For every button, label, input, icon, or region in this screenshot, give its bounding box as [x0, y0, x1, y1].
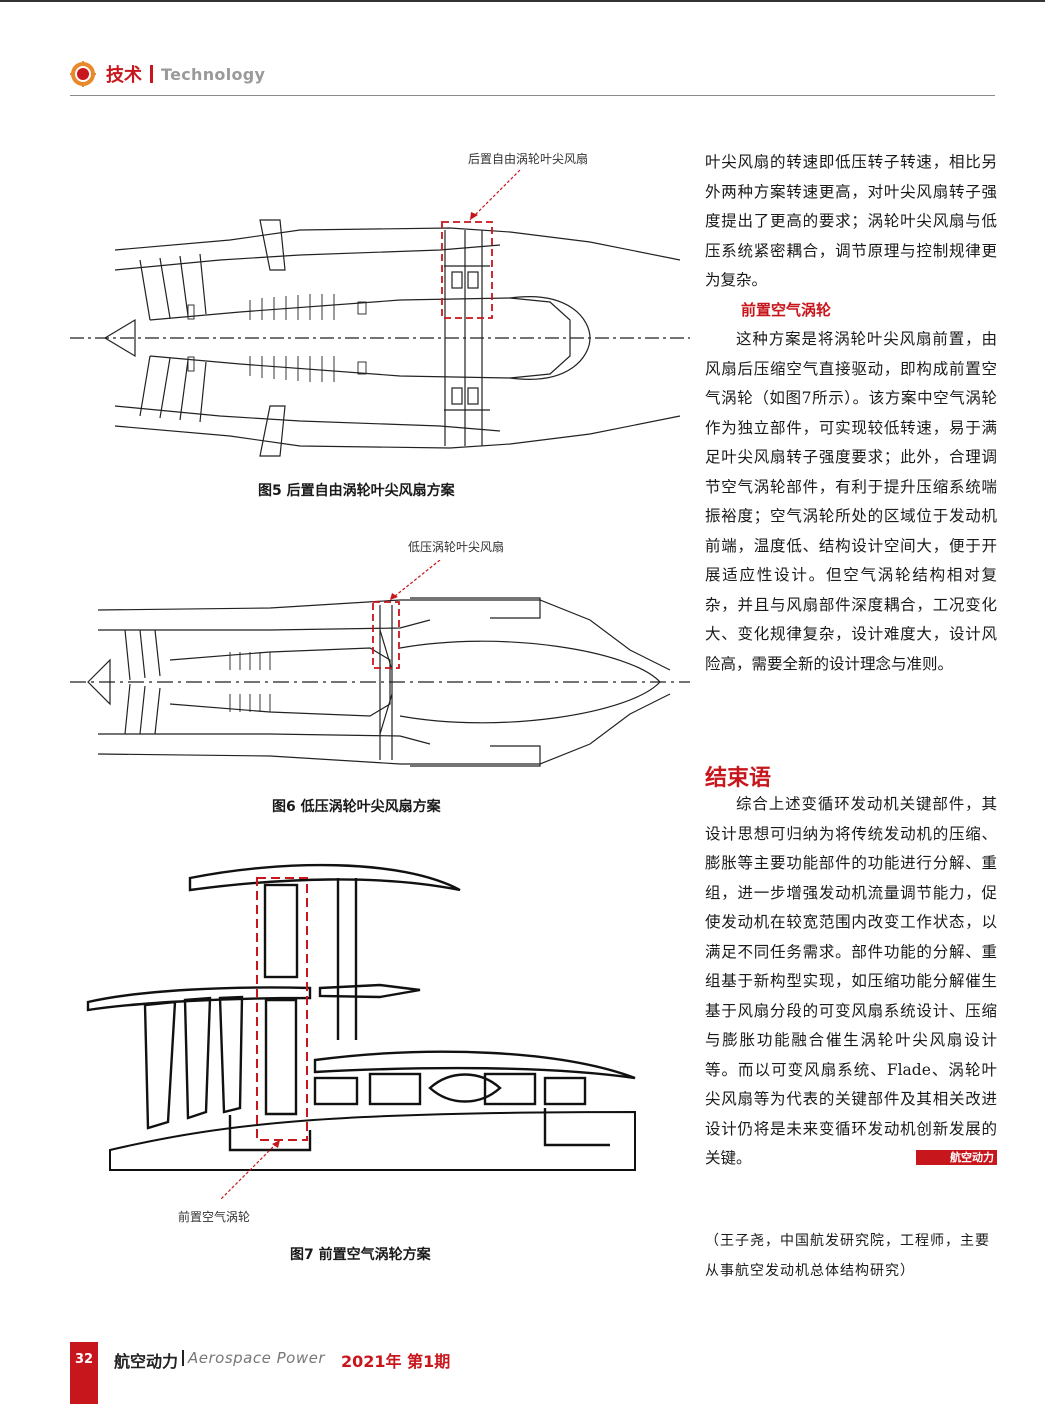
fig6-diagram — [70, 560, 690, 775]
conclusion-column: 综合上述变循环发动机关键部件，其设计思想可归纳为将传统发动机的压缩、膨胀等主要功… — [705, 790, 997, 1174]
fig5-annotation: 后置自由涡轮叶尖风扇 — [468, 152, 589, 166]
body-paragraph-1: 叶尖风扇的转速即低压转子转速，相比另外两种方案转速更高，对叶尖风扇转子强度提出了… — [705, 153, 997, 289]
journal-name-en: Aerospace Power — [188, 1349, 326, 1367]
fig7-diagram — [80, 850, 650, 1215]
journal-divider — [182, 1350, 185, 1366]
subhead-front-air-turbine: 前置空气涡轮 — [741, 300, 832, 319]
conclusion-text: 综合上述变循环发动机关键部件，其设计思想可归纳为将传统发动机的压缩、膨胀等主要功… — [705, 795, 997, 1167]
fig5-caption: 图5 后置自由涡轮叶尖风扇方案 — [258, 483, 455, 499]
page-header: 技术 Technology — [70, 58, 265, 90]
page-footer: 32 航空动力 Aerospace Power 2021年 第1期 — [70, 1342, 450, 1404]
top-rule — [0, 0, 1045, 2]
header-rule — [70, 95, 995, 96]
body-paragraph-3: 综合上述变循环发动机关键部件，其设计思想可归纳为将传统发动机的压缩、膨胀等主要功… — [705, 790, 997, 1174]
issue-label: 2021年 第1期 — [341, 1352, 451, 1371]
fig7-annotation: 前置空气涡轮 — [178, 1210, 251, 1224]
section-divider — [150, 65, 153, 83]
author-bio: （王子尧，中国航发研究院，工程师，主要从事航空发动机总体结构研究） — [705, 1233, 990, 1279]
section-title-conclusion: 结束语 — [705, 766, 772, 791]
section-label: 技术 — [106, 65, 142, 86]
logo-icon — [70, 61, 96, 87]
journal-name: 航空动力 — [114, 1352, 179, 1371]
end-mark-logo: 航空动力 — [916, 1150, 997, 1165]
body-paragraph-2: 这种方案是将涡轮叶尖风扇前置，由风扇后压缩空气直接驱动，即构成前置空气涡轮（如图… — [705, 330, 997, 673]
fig6-caption: 图6 低压涡轮叶尖风扇方案 — [272, 799, 441, 815]
fig7-caption: 图7 前置空气涡轮方案 — [290, 1247, 431, 1263]
section-label-en: Technology — [161, 64, 266, 84]
fig6-annotation: 低压涡轮叶尖风扇 — [408, 540, 505, 554]
fig5-diagram — [70, 170, 690, 470]
body-column: 叶尖风扇的转速即低压转子转速，相比另外两种方案转速更高，对叶尖风扇转子强度提出了… — [705, 148, 997, 679]
page-number: 32 — [70, 1342, 98, 1404]
